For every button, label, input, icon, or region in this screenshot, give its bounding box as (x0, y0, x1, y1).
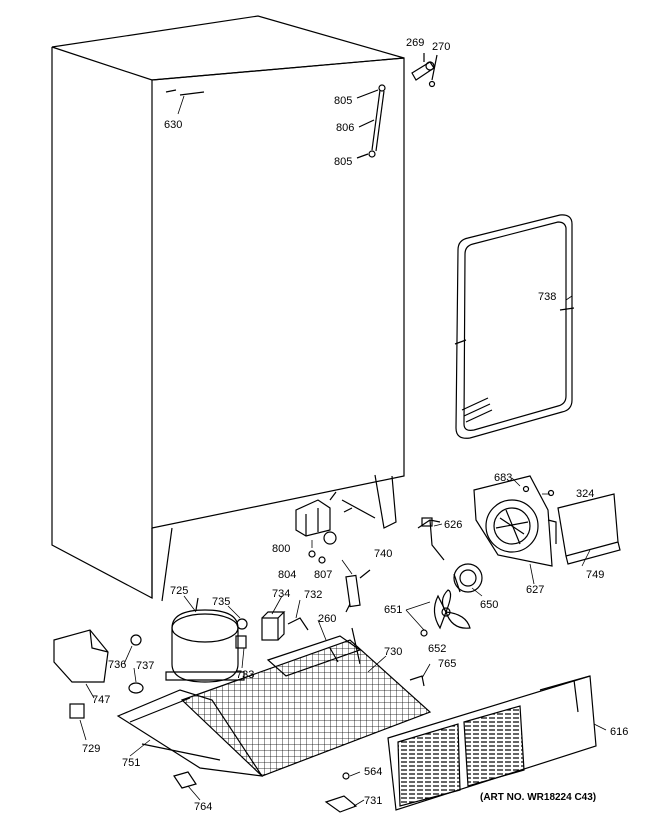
part-label-564: 564 (364, 766, 382, 778)
fan-shroud (473, 475, 557, 567)
part-label-651: 651 (384, 604, 402, 616)
wire-harness (417, 517, 445, 561)
kickplate-grille (387, 675, 597, 811)
part-label-731: 731 (364, 795, 382, 807)
start-relay (235, 611, 309, 649)
part-label-738: 738 (538, 291, 556, 303)
part-label-324: 324 (576, 488, 594, 500)
cabinet-body (51, 15, 405, 602)
cover-plate (557, 493, 621, 565)
base-pan (116, 689, 264, 777)
part-label-630: 630 (164, 119, 182, 131)
part-label-733: 733 (236, 669, 254, 681)
part-label-729: 729 (82, 743, 100, 755)
part-label-652: 652 (428, 643, 446, 655)
part-label-740: 740 (374, 548, 392, 560)
fitting-269 (411, 53, 438, 88)
part-label-650: 650 (480, 599, 498, 611)
part-label-805: 805 (334, 156, 352, 168)
part-label-269: 269 (406, 37, 424, 49)
part-label-736: 736 (108, 659, 126, 671)
part-label-806: 806 (336, 122, 354, 134)
part-label-804: 804 (278, 569, 296, 581)
part-label-737: 737 (136, 660, 154, 672)
part-label-725: 725 (170, 585, 188, 597)
condenser-coil (180, 627, 432, 777)
part-labels: 269 270 630 805 806 805 738 683 324 626 800 740 804 8… (82, 37, 628, 813)
small-fasteners (173, 675, 425, 813)
part-label-735: 735 (212, 596, 230, 608)
part-label-626: 626 (444, 519, 462, 531)
part-label-270: 270 (432, 41, 450, 53)
part-label-260: 260 (318, 613, 336, 625)
part-label-749: 749 (586, 569, 604, 581)
leader-lines (79, 95, 607, 807)
part-label-683: 683 (494, 472, 512, 484)
fan-blade (420, 589, 471, 637)
part-label-732: 732 (304, 589, 322, 601)
part-label-734: 734 (272, 588, 290, 600)
part-label-747: 747 (92, 694, 110, 706)
water-valve (295, 491, 353, 564)
fan-motor (453, 563, 483, 593)
part-label-751: 751 (122, 757, 140, 769)
part-label-765: 765 (438, 658, 456, 670)
part-label-764: 764 (194, 801, 212, 813)
part-label-627: 627 (526, 584, 544, 596)
part-label-800: 800 (272, 543, 290, 555)
art-number-caption: (ART NO. WR18224 C43) (480, 792, 597, 803)
part-label-616: 616 (610, 726, 628, 738)
defrost-thermostat (345, 569, 371, 613)
drain-tube (356, 84, 386, 159)
part-label-805: 805 (334, 95, 352, 107)
part-label-730: 730 (384, 646, 402, 658)
part-label-807: 807 (314, 569, 332, 581)
bracket-747 (53, 629, 144, 719)
door-gasket (454, 214, 575, 439)
